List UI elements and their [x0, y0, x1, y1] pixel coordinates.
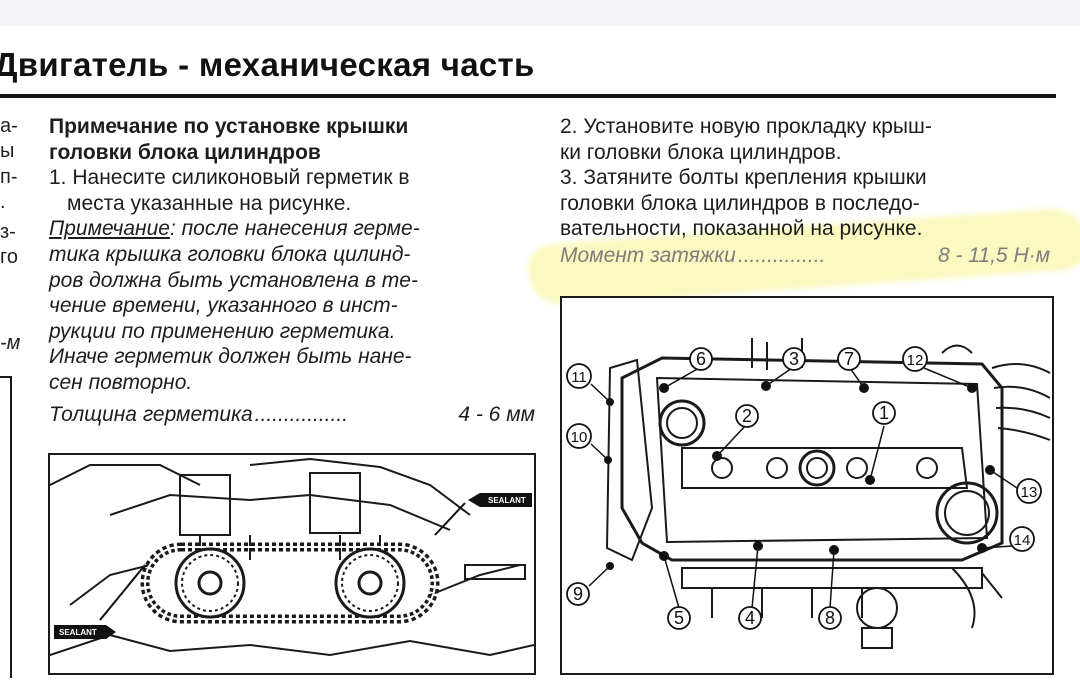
callout-3: 3	[782, 347, 806, 371]
sealant-label: SEALANT	[488, 496, 526, 505]
svg-text:13: 13	[1021, 484, 1038, 501]
svg-text:11: 11	[571, 369, 587, 386]
left-fragment: а-	[0, 115, 18, 137]
svg-text:6: 6	[696, 349, 706, 369]
callout-7: 7	[837, 347, 861, 371]
svg-text:3: 3	[789, 349, 799, 369]
note-line: ров должна быть установлена в те-	[49, 268, 418, 292]
left-fragment: п-	[0, 166, 18, 188]
svg-text:1: 1	[879, 403, 889, 423]
note-line-rest: : после нанесения герме-	[169, 217, 420, 241]
callout-5: 5	[667, 606, 691, 630]
note-line: Иначе герметик должен быть нане-	[49, 345, 412, 369]
step1-line: 1. Нанесите силиконовый герметик в	[49, 166, 410, 190]
torque-dots: ...............	[737, 243, 826, 267]
section-heading: Двигатель - механическая часть	[0, 46, 535, 83]
left-fragment: -м	[0, 332, 21, 354]
step3-line: головки блока цилиндров в последо-	[560, 191, 920, 215]
svg-text:4: 4	[745, 608, 755, 628]
step2-line: ки головки блока цилиндров.	[560, 140, 842, 164]
note-title-line: головки блока цилиндров	[49, 140, 321, 164]
spec-line: Толщина герметика ................ 4 - 6…	[49, 402, 535, 428]
svg-text:7: 7	[844, 349, 854, 369]
svg-text:14: 14	[1014, 532, 1031, 549]
step2-line: 2. Установите новую прокладку крыш-	[560, 115, 932, 138]
bolt-sequence-drawing: 1 2 3 4 5 6 7 8 9 10 11 12 13 14	[566, 338, 1051, 649]
step1-line: места указанные на рисунке.	[67, 191, 352, 215]
svg-text:10: 10	[571, 429, 588, 446]
note-title-line: Примечание по установке крышки	[49, 115, 409, 138]
callout-8: 8	[818, 606, 842, 630]
spec-value: 4 - 6 мм	[458, 402, 535, 426]
note-line: рукции по применению герметика.	[49, 319, 396, 343]
column-left: Примечание по установке крышки головки б…	[49, 114, 535, 427]
note-line: сен повторно.	[49, 370, 193, 394]
sealant-tag-bottom: SEALANT	[54, 564, 146, 639]
column-right: 2. Установите новую прокладку крыш- ки г…	[560, 114, 1050, 269]
left-fragment: го	[0, 246, 18, 268]
spec-dots: ................	[254, 402, 349, 426]
callout-10: 10	[566, 423, 592, 449]
step3-line: вательности, показанной на рисунке.	[560, 217, 923, 241]
note-line: чение времени, указанного в инст-	[49, 294, 398, 318]
callout-12: 12	[902, 346, 928, 372]
callout-1: 1	[872, 401, 896, 425]
torque-line: Момент затяжки ............... 8 - 11,5 …	[560, 243, 1050, 269]
left-figure-edge	[0, 376, 12, 678]
callout-9: 9	[566, 582, 590, 606]
callout-11: 11	[566, 363, 592, 389]
left-fragment: з-	[0, 221, 16, 243]
step3-line: 3. Затяните болты крепления крышки	[560, 166, 927, 190]
sealant-figure: SEALANT SEALANT	[48, 453, 536, 675]
svg-text:2: 2	[742, 406, 752, 426]
svg-text:9: 9	[573, 584, 583, 604]
callout-14: 14	[1009, 526, 1035, 552]
svg-text:8: 8	[825, 608, 835, 628]
svg-text:5: 5	[674, 608, 684, 628]
sealant-label: SEALANT	[59, 628, 97, 637]
left-fragment: ы	[0, 140, 15, 162]
bolt-sequence-figure: 1 2 3 4 5 6 7 8 9 10 11 12 13 14	[560, 296, 1054, 675]
svg-text:12: 12	[907, 352, 924, 369]
torque-value: 8 - 11,5 Н·м	[937, 243, 1050, 267]
callout-4: 4	[738, 606, 762, 630]
note-line: тика крышка головки блока цилинд-	[49, 242, 411, 266]
sealant-tag-top: SEALANT	[434, 493, 532, 536]
left-fragment: .	[0, 191, 6, 213]
callout-6: 6	[689, 347, 713, 371]
note-label: Примечание	[49, 217, 170, 241]
note-line: Примечание: после нанесения герме-	[49, 216, 535, 242]
spec-label: Толщина герметика	[49, 402, 253, 426]
sealant-figure-drawing: SEALANT SEALANT	[50, 457, 534, 657]
callout-13: 13	[1016, 478, 1042, 504]
heading-rule	[0, 94, 1056, 98]
torque-label: Момент затяжки	[560, 243, 736, 267]
callout-2: 2	[735, 404, 759, 428]
top-bar	[0, 0, 1080, 26]
